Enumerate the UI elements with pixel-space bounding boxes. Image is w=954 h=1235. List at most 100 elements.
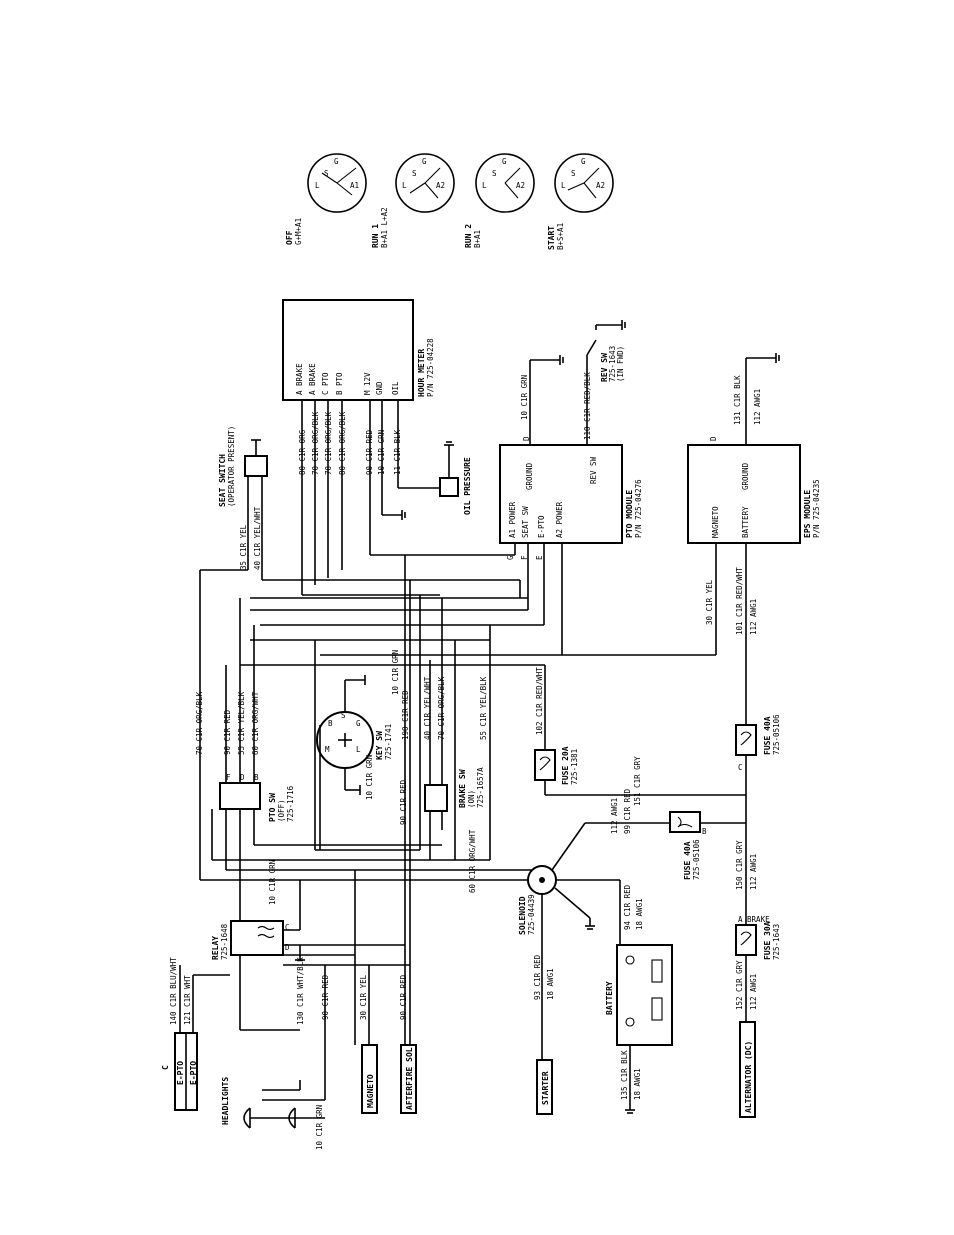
wire-label: 112 AWG1 xyxy=(749,599,758,635)
wire-label: 112 AWG1 xyxy=(753,389,762,425)
wire-label: 70 C1R ORG/BLK xyxy=(195,691,204,755)
eps-module-terminal: MAGNETO xyxy=(711,506,720,538)
brake-switch-note: (ON) xyxy=(467,790,476,808)
fuse-pin: B xyxy=(702,827,707,836)
key-dial-off: S G A1 L xyxy=(307,153,367,213)
wire-label: 10 C1R GRN xyxy=(268,860,277,905)
pto-module-pn: P/N 725-04276 xyxy=(634,479,643,538)
pto-module-title: PTO MODULE xyxy=(625,490,634,538)
battery-label: BATTERY xyxy=(605,981,614,1015)
pto-switch-pin: D xyxy=(240,773,245,782)
key-position-combo: B+A1 L+A2 xyxy=(380,207,389,248)
wire-label: 10 C1R GRN xyxy=(315,1105,324,1150)
pto-module-wires xyxy=(199,543,563,880)
wire-label: 150 C1R GRY xyxy=(735,840,744,890)
key-position-combo: B+A1 xyxy=(473,230,482,248)
starter-label: STARTER xyxy=(541,1071,550,1105)
afterfire-label: AFTERFIRE SOL xyxy=(405,1047,414,1110)
pto-module-pin: D xyxy=(522,436,531,441)
wire-label: 99 C1R RED xyxy=(623,788,632,834)
hour-meter-wires: OIL PRESSURE 80 C1R ORG 70 C1R ORG/BLK 7… xyxy=(298,400,472,595)
pto-module-terminal: SEAT SW xyxy=(521,506,530,538)
key-dial-run2: S G A2 L xyxy=(475,153,535,213)
wire-label: 11 C1R BLK xyxy=(393,429,402,475)
epto-label: E-PTO xyxy=(176,1061,185,1085)
pto-switch: F D B PTO SW(OFF)725-1716 70 C1R ORG/BLK… xyxy=(195,598,295,930)
pto-switch-pin: F xyxy=(226,773,231,782)
eps-module-title: EPS MODULE xyxy=(803,490,812,538)
hour-meter-terminal: C PTO xyxy=(321,372,330,395)
eps-module-pn: P/N 725-04235 xyxy=(812,479,821,538)
wire-label: 112 AWG1 xyxy=(749,974,758,1010)
hour-meter-pn: P/N 725-04228 xyxy=(426,338,435,397)
key-position-label: START xyxy=(547,226,556,250)
key-dial-run1: S G A2 L xyxy=(395,153,455,213)
wire-label: 121 C1R WHT xyxy=(183,975,192,1025)
fuse-30a-pn: 725-1643 xyxy=(772,924,781,960)
hour-meter-terminal: A BRAKE xyxy=(308,363,317,395)
wire-label: 70 C1R ORG/BLK xyxy=(324,411,333,475)
key-position-dials: S G A1 L S G A2 L S G A2 L xyxy=(285,153,614,250)
hour-meter: A BRAKE A BRAKE C PTO B PTO M 12V GND OI… xyxy=(282,299,435,401)
eps-module-terminal: BATTERY xyxy=(741,506,750,538)
wire-label: 10 C1R GRN xyxy=(365,755,374,800)
fuse-40a-title: FUSE 40A xyxy=(763,716,772,755)
wire-label: 135 C1R BLK xyxy=(620,1050,629,1100)
hour-meter-title: HOUR METER xyxy=(417,349,426,397)
wire-label: 130 C1R WHT/BLK xyxy=(296,957,305,1025)
key-position-combo: B+S+A1 xyxy=(556,223,565,250)
magneto-label: MAGNETO xyxy=(366,1074,375,1108)
hour-meter-terminal: M 12V xyxy=(363,372,372,395)
dial-terminal-label: G xyxy=(502,157,507,166)
key-dial-start: S G A2 L xyxy=(554,153,614,213)
brake-switch-pn: 725-1657A xyxy=(476,767,485,808)
wire-label: 112 AWG1 xyxy=(749,854,758,890)
pto-module-pin: G xyxy=(506,555,515,560)
wire-label: 35 C1R YEL xyxy=(239,524,248,570)
wire-label: 101 C1R RED/WHT xyxy=(735,567,744,635)
dial-terminal-label: G xyxy=(334,157,339,166)
dial-terminal-label: A2 xyxy=(436,181,445,190)
key-switch-title: KEY SW xyxy=(375,731,384,760)
fuse-40a-pn: 725-05106 xyxy=(772,714,781,755)
wire-label: 90 C1R RED xyxy=(399,974,408,1020)
wire-label: 131 C1R BLK xyxy=(733,375,742,425)
wire-label: 10 C1R GRN xyxy=(520,375,529,420)
alternator-label: ALTERNATOR (DC) xyxy=(744,1041,753,1113)
wire-label: 90 C1R RED xyxy=(399,779,408,825)
wire-label: 112 AWG1 xyxy=(610,798,619,834)
key-switch-terminal: B xyxy=(328,719,333,728)
wire-label: 80 C1R ORG xyxy=(298,429,307,475)
fuse-pin: C xyxy=(738,763,743,772)
wire-label: 40 C1R YEL/WHT xyxy=(253,506,262,570)
wire-label: 102 C1R RED/WHT xyxy=(535,667,544,735)
fuse-20a-pn: 725-1381 xyxy=(570,749,579,785)
pto-switch-pn: 725-1716 xyxy=(286,785,295,822)
wire-label: 55 C1R YEL/BLK xyxy=(479,676,488,740)
eps-module-pin: D xyxy=(709,436,718,441)
seat-switch: SEAT SWITCH(OPERATOR PRESENT) 35 C1R YEL… xyxy=(218,426,268,580)
dial-terminal-label: S xyxy=(324,169,329,178)
wire-label: 10 C1R GRN xyxy=(391,650,400,695)
wire-label: 110 C1R RED/BLK xyxy=(583,372,592,440)
rev-switch-pn: 725-1643 xyxy=(608,346,617,382)
eps-module-terminal: GROUND xyxy=(741,462,750,490)
pto-module-terminal: GROUND xyxy=(525,462,534,490)
wire-label: 18 AWG1 xyxy=(633,1068,642,1100)
dial-terminal-label: L xyxy=(482,181,487,190)
pto-module-pin: E xyxy=(535,555,544,560)
pto-module: A1 POWER SEAT SW E-PTO A2 POWER GROUND R… xyxy=(499,436,643,560)
dial-terminal-label: G xyxy=(581,157,586,166)
wire-label: 10 C1R GRN xyxy=(377,430,386,475)
wire-label: 140 C1R BLU/WHT xyxy=(169,957,178,1025)
wire-label: 18 AWG1 xyxy=(635,898,644,930)
dial-terminal-label: L xyxy=(402,181,407,190)
brake-switch: BRAKE SW(ON)725-1657A 190 C1R RED 40 C1R… xyxy=(399,598,488,860)
dial-terminal-label: A1 xyxy=(350,181,359,190)
key-position-label: RUN 2 xyxy=(464,224,473,248)
wire-label: 90 C1R RED xyxy=(365,429,374,475)
key-switch-terminal: S xyxy=(341,711,346,720)
